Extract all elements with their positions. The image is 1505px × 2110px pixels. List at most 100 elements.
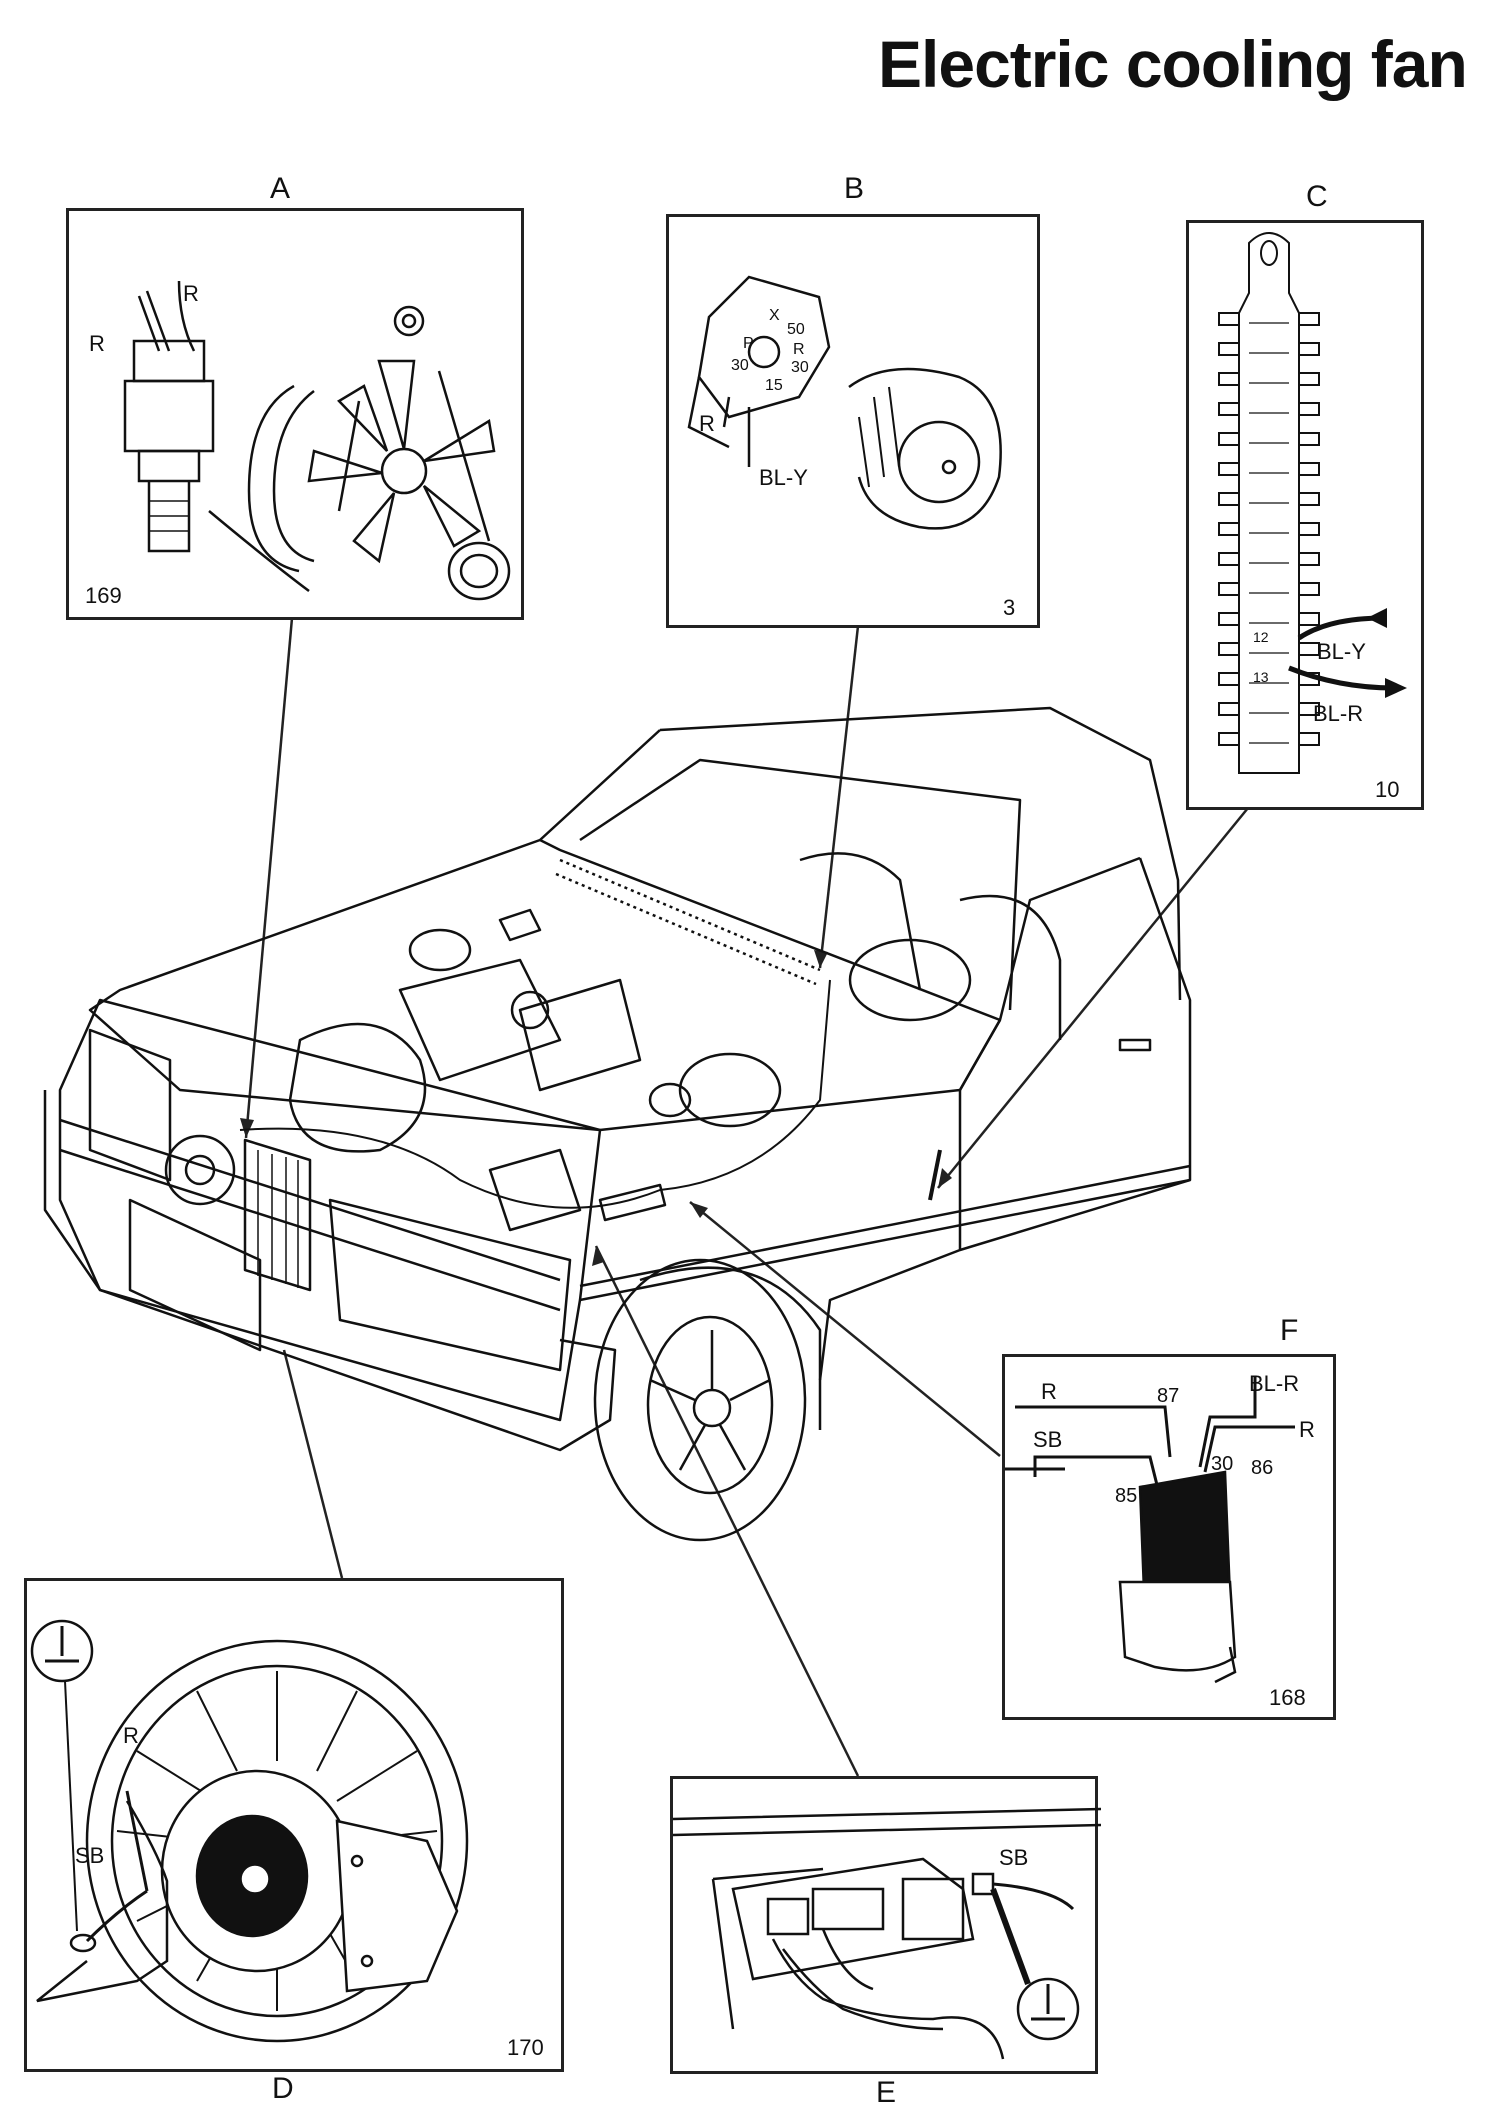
label-a-r2: R xyxy=(89,331,105,356)
wire-r-86 xyxy=(1203,1425,1295,1473)
wire-sb xyxy=(85,1889,148,1943)
lock-cylinder xyxy=(848,367,1002,530)
panel-a-figure-number: 169 xyxy=(85,583,122,608)
relay-1 xyxy=(766,1897,810,1936)
terminal-30-right: 30 xyxy=(791,359,809,376)
panel-f-figure-number: 168 xyxy=(1269,1685,1306,1710)
label-f-sb: SB xyxy=(1033,1427,1063,1452)
wire-bl-y xyxy=(1297,615,1385,641)
terminal-50: 50 xyxy=(787,321,805,338)
fan-blades xyxy=(307,359,496,564)
relay-bracket xyxy=(731,1857,975,1981)
engine-block xyxy=(398,958,562,1082)
relay-mount-illustration xyxy=(673,1807,1101,2060)
label-d-sb: SB xyxy=(75,1843,105,1868)
ground-icon xyxy=(45,1626,79,1663)
panel-c-figure-number: 10 xyxy=(1375,777,1400,802)
arrow-in-icon xyxy=(1367,608,1387,628)
label-f-bl-r: BL-R xyxy=(1249,1371,1300,1396)
hood-outline xyxy=(88,838,1002,1132)
panel-f: R 87 BL-R R SB 30 86 85 168 xyxy=(1002,1354,1336,1720)
leader-line-a xyxy=(244,617,294,1139)
fender-panel xyxy=(711,1867,824,2030)
wire-bl-r xyxy=(1288,665,1395,691)
wire-r-87 xyxy=(1015,1405,1172,1458)
windshield-inner xyxy=(579,758,1022,1011)
fuse-rows xyxy=(1218,312,1320,746)
terminal-85: 85 xyxy=(1115,1485,1138,1507)
arrow-out-icon xyxy=(1385,678,1407,698)
brake-reservoir xyxy=(408,928,472,972)
terminal-86: 86 xyxy=(1251,1457,1274,1479)
engine-cover xyxy=(518,978,642,1092)
label-a-r1: R xyxy=(183,281,199,306)
panel-c: 12 13 BL-Y BL-R 10 xyxy=(1186,220,1424,810)
windshield-frame xyxy=(538,729,1141,1022)
seat-back xyxy=(799,852,922,991)
sensor-wire-2 xyxy=(177,280,196,352)
cooling-fan-front xyxy=(164,1134,236,1206)
arrow-head-a xyxy=(240,1118,254,1138)
fan-hub xyxy=(380,447,428,495)
panel-b: R BL-Y X 50 P R 30 15 30 3 xyxy=(666,214,1040,628)
fuse-number-12: 12 xyxy=(1253,629,1269,645)
cap-icon xyxy=(393,305,425,337)
label-e-sb: SB xyxy=(999,1845,1029,1870)
label-f-r-right: R xyxy=(1299,1417,1315,1442)
terminal-30-left: 30 xyxy=(731,357,749,374)
steering-wheel xyxy=(848,938,972,1022)
panel-f-letter: F xyxy=(1280,1314,1299,1347)
panel-d: R SB 170 xyxy=(24,1578,564,2072)
leader-line-c xyxy=(937,807,1249,1189)
ignition-switch-illustration xyxy=(687,275,1002,530)
wire-sb-85 xyxy=(1033,1455,1162,1498)
label-d-r: R xyxy=(123,1723,139,1748)
arrow-head-e xyxy=(592,1246,604,1266)
side-trim-line-2 xyxy=(579,1164,1191,1288)
fuse-box-illustration xyxy=(1218,232,1407,774)
front-face xyxy=(58,998,602,1422)
radiator-hose xyxy=(247,384,300,573)
cowl-vent xyxy=(559,858,821,972)
license-plate xyxy=(128,1198,262,1352)
battery xyxy=(488,1148,582,1232)
ground-lug xyxy=(69,1933,97,1953)
seat-back-right xyxy=(959,894,1062,1040)
relay-housing xyxy=(1118,1580,1237,1672)
terminal-15: 15 xyxy=(765,377,783,394)
label-f-r-top: R xyxy=(1041,1379,1057,1404)
panel-b-letter: B xyxy=(844,172,865,205)
cooling-fan-illustration xyxy=(30,1619,469,2043)
panel-b-figure-number: 3 xyxy=(1003,595,1016,620)
fuse-box-strip xyxy=(1238,232,1300,774)
label-b-r: R xyxy=(699,411,715,436)
front-wheel-tyre xyxy=(593,1258,807,1542)
relay-3 xyxy=(901,1877,965,1941)
coolant-cap xyxy=(648,1082,692,1118)
panel-e-letter: E xyxy=(876,2076,897,2109)
terminal-x: X xyxy=(769,307,780,324)
label-c-bl-r: BL-R xyxy=(1313,701,1364,726)
hose-clamp xyxy=(447,541,511,601)
sensor-cable xyxy=(208,510,310,592)
front-door-edge xyxy=(818,1019,1002,1381)
headlight-right xyxy=(328,1198,572,1372)
wiper-motor xyxy=(498,908,542,942)
panel-c-letter: C xyxy=(1306,180,1328,213)
terminal-30: 30 xyxy=(1211,1453,1234,1475)
label-c-bl-y: BL-Y xyxy=(1317,639,1366,664)
ground-icon xyxy=(1031,1984,1065,2021)
leader-line-d xyxy=(282,1349,344,1579)
fan-shroud xyxy=(85,1639,469,2043)
terminal-87: 87 xyxy=(1157,1385,1180,1407)
wire-r xyxy=(125,1790,149,1892)
temperature-sensor-illustration xyxy=(123,280,511,601)
leader-line-e xyxy=(594,1245,860,1777)
cooling-fan-hub-front xyxy=(184,1154,216,1186)
mounting-strap xyxy=(36,1800,169,2003)
fan-bracket xyxy=(335,1819,459,1993)
sensor-connector xyxy=(132,339,206,383)
fan-relay-illustration xyxy=(1005,1377,1295,1684)
